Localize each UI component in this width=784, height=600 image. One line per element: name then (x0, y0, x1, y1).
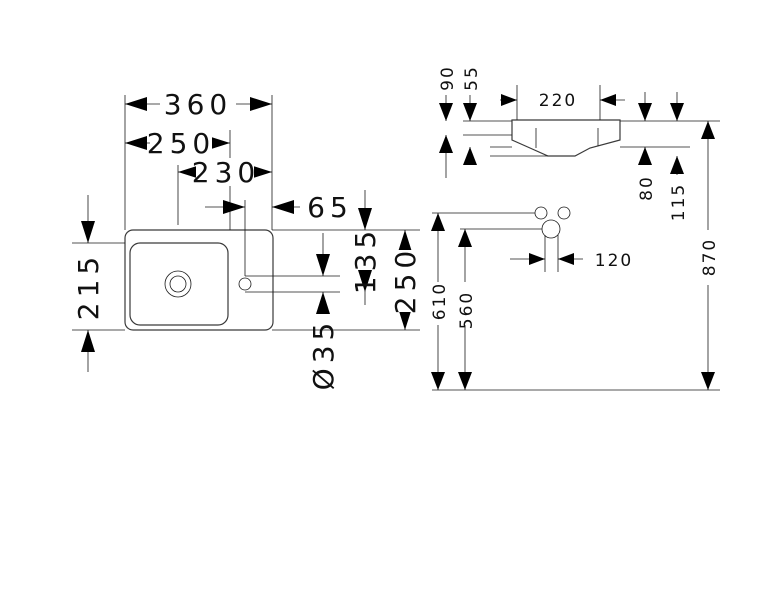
waste-pipe-left (534, 206, 548, 220)
dim-80: 80 (637, 175, 657, 201)
drain-outer (164, 270, 192, 298)
side-view: 90 55 220 80 115 (430, 65, 720, 391)
dim-115: 115 (669, 183, 689, 221)
dim-215: 215 (72, 252, 105, 320)
basin-section-outline (511, 119, 621, 157)
plan-view: 360 250 230 65 215 (72, 88, 422, 390)
dim-560: 560 (457, 291, 477, 329)
waste-pipe-right (557, 206, 571, 220)
dim-610: 610 (430, 282, 450, 320)
dim-870: 870 (700, 238, 720, 276)
dim-65: 65 (307, 191, 353, 224)
dim-230: 230 (192, 156, 260, 189)
dim-135: 135 (349, 226, 382, 294)
dim-taphole-diameter: Ø35 (307, 318, 340, 391)
basin-bowl-outline (129, 242, 229, 326)
dim-220: 220 (539, 91, 577, 111)
dim-250-depth: 250 (389, 246, 422, 314)
dim-55: 55 (462, 65, 482, 91)
dim-120: 120 (595, 251, 633, 271)
dim-250-width: 250 (147, 127, 215, 160)
taphole-circle (238, 277, 252, 291)
dim-90: 90 (438, 65, 458, 91)
drain-inner (169, 275, 187, 293)
dim-360: 360 (164, 88, 232, 121)
